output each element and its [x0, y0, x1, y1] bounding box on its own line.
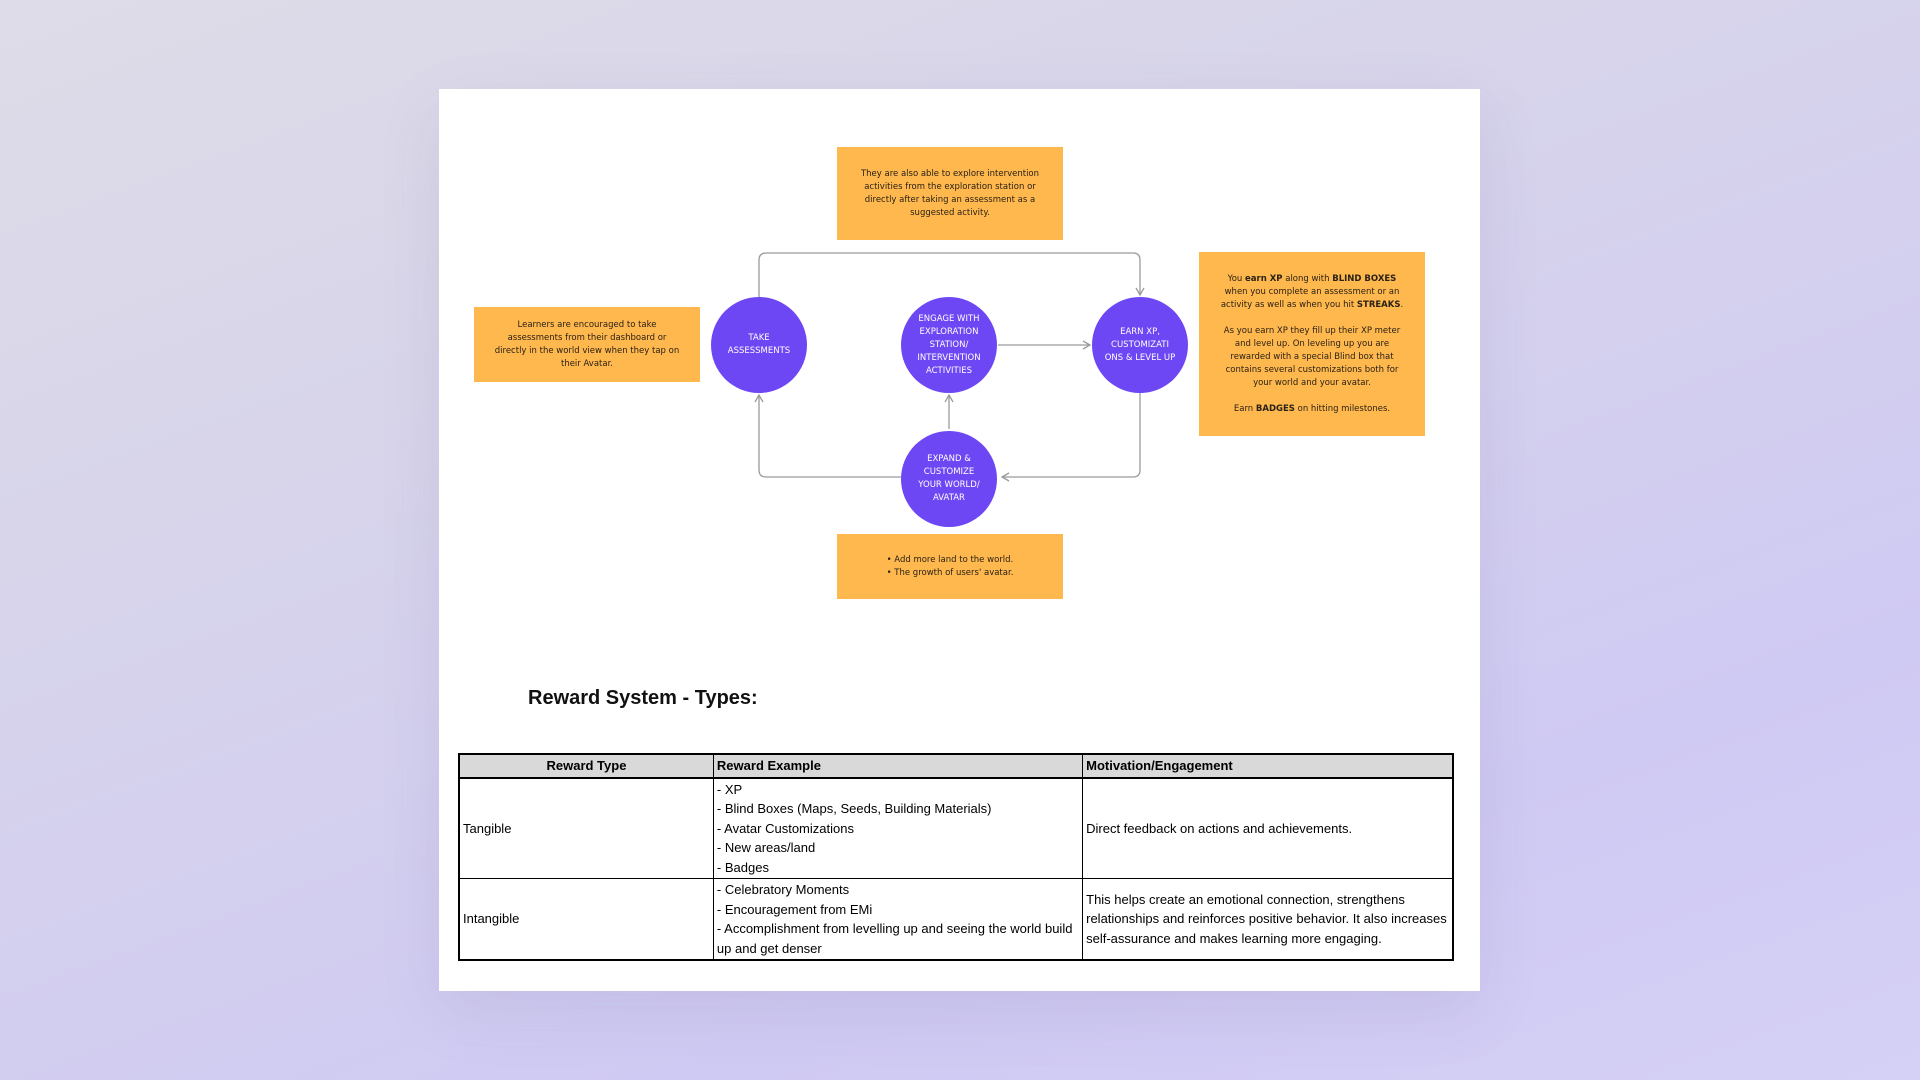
example-line: - Encouragement from EMi [716, 901, 873, 917]
note-assessments: Learners are encouraged to take assessme… [474, 307, 700, 382]
node-label-line: EXPAND & [927, 454, 971, 464]
diagram-connectors [754, 252, 1145, 482]
note-xp-text-6: on hitting milestones. [1294, 403, 1391, 414]
node-label-line: STATION/ [929, 339, 969, 350]
example-line: - XP [716, 781, 743, 797]
node-take-assessments: TAKE ASSESSMENTS [711, 297, 807, 393]
note-world-growth: Add more land to the world. The growth o… [837, 534, 1063, 599]
note-world-growth-item: The growth of users' avatar. [887, 567, 1013, 580]
cell-motivation: This helps create an emotional connectio… [1082, 878, 1455, 961]
table-header-row: Reward Type Reward Example Motivation/En… [457, 753, 1455, 779]
node-label-line: YOUR WORLD/ [918, 480, 980, 490]
example-line: - New areas/land [716, 840, 816, 855]
connector-expand-to-take [754, 393, 901, 478]
note-xp-bold-earn: earn XP [1245, 273, 1283, 284]
example-line: - Badges [716, 859, 769, 875]
node-label-line: ENGAGE WITH [918, 313, 980, 324]
note-xp-bold-streaks: STREAKS [1356, 299, 1401, 310]
note-xp-bold-blind-boxes: BLIND BOXES [1332, 273, 1397, 284]
node-label-line: CUSTOMIZE [923, 467, 975, 477]
note-exploration-text: They are also able to explore interventi… [860, 168, 1040, 218]
note-assessments-text: Learners are encouraged to take assessme… [494, 319, 680, 369]
node-label-line: ACTIVITIES [925, 365, 973, 376]
cell-motivation: Direct feedback on actions and achieveme… [1082, 777, 1455, 879]
node-label-line: TAKE [748, 333, 770, 343]
note-xp-bold-badges: BADGES [1255, 403, 1295, 414]
node-label-line: INTERVENTION [917, 352, 981, 363]
node-expand-world: EXPAND & CUSTOMIZE YOUR WORLD/ AVATAR [901, 431, 997, 527]
note-exploration: They are also able to explore interventi… [837, 147, 1063, 240]
table-row: Intangible - Celebratory Moments - Encou… [457, 878, 1455, 961]
section-title: Reward System - Types: [528, 687, 758, 709]
cell-reward-examples: - Celebratory Moments - Encouragement fr… [712, 878, 1084, 961]
node-label-line: EXPLORATION [919, 326, 979, 337]
example-line: - Accomplishment from levelling up and s… [716, 921, 1073, 956]
node-label-line: EARN XP, [1120, 326, 1160, 337]
column-header-motivation: Motivation/Engagement [1082, 753, 1455, 779]
note-xp-paragraph-1: You earn XP along with BLIND BOXES when … [1215, 273, 1409, 312]
note-xp-rewards: You earn XP along with BLIND BOXES when … [1199, 252, 1425, 436]
note-xp-text-5: Earn [1233, 403, 1256, 414]
example-line: - Avatar Customizations [716, 820, 854, 836]
example-line: - Celebratory Moments [716, 882, 850, 897]
node-label-line: ONS & LEVEL UP [1104, 352, 1176, 363]
node-engage-exploration: ENGAGE WITH EXPLORATION STATION/ INTERVE… [901, 297, 997, 393]
cell-reward-type: Intangible [457, 878, 714, 961]
column-header-reward-type: Reward Type [457, 753, 714, 779]
node-label-line: AVATAR [933, 493, 965, 503]
node-label-line: ASSESSMENTS [727, 346, 791, 356]
cell-reward-examples: - XP - Blind Boxes (Maps, Seeds, Buildin… [712, 777, 1084, 879]
note-xp-text-3: when you complete an assessment or an ac… [1220, 286, 1400, 310]
note-xp-text-1: You [1227, 273, 1246, 284]
document-card: They are also able to explore interventi… [439, 89, 1480, 991]
note-xp-text-4: . [1400, 299, 1404, 310]
cell-reward-type: Tangible [457, 777, 714, 879]
note-world-growth-list: Add more land to the world. The growth o… [887, 554, 1014, 580]
note-world-growth-item: Add more land to the world. [887, 554, 1014, 567]
connector-earn-to-expand [1000, 393, 1141, 482]
note-xp-text-2: along with [1282, 273, 1333, 284]
table-row: Tangible - XP - Blind Boxes (Maps, Seeds… [457, 777, 1455, 879]
reward-loop-diagram: They are also able to explore interventi… [439, 89, 1480, 649]
column-header-reward-example: Reward Example [712, 753, 1084, 779]
node-label-line: CUSTOMIZATI [1111, 339, 1169, 350]
node-earn-xp: EARN XP, CUSTOMIZATI ONS & LEVEL UP [1092, 297, 1188, 393]
example-line: - Blind Boxes (Maps, Seeds, Building Mat… [716, 801, 992, 816]
note-xp-paragraph-2: As you earn XP they fill up their XP met… [1223, 325, 1401, 388]
note-xp-paragraph-3: Earn BADGES on hitting milestones. [1215, 403, 1409, 416]
reward-types-table: Reward Type Reward Example Motivation/En… [457, 753, 1455, 961]
connector-take-to-earn [758, 252, 1145, 297]
